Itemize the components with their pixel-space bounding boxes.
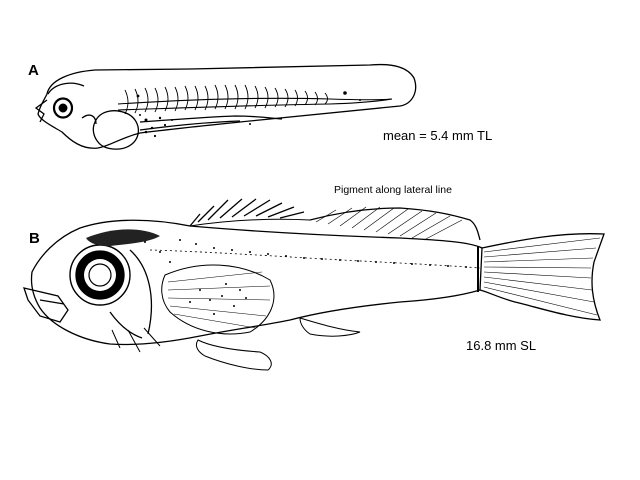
larva-drawing bbox=[34, 63, 417, 150]
lateral-line bbox=[149, 249, 481, 269]
larva-mouth bbox=[34, 99, 48, 123]
anal-fin bbox=[299, 317, 361, 337]
larva-outline bbox=[37, 63, 417, 149]
juvenile-drawing bbox=[23, 198, 605, 371]
larva-eye bbox=[52, 97, 74, 119]
pelvic-fin bbox=[195, 339, 272, 371]
dorsal-soft-rays bbox=[315, 206, 463, 241]
pigment-annotation: Pigment along lateral line bbox=[334, 184, 452, 196]
caudal-rays bbox=[483, 237, 601, 316]
pectoral-fin bbox=[161, 264, 275, 335]
dorsal-soft-fin bbox=[309, 207, 481, 241]
mouth bbox=[23, 287, 69, 323]
larva-notochord bbox=[117, 97, 393, 105]
larva-pigment bbox=[136, 91, 361, 138]
panel-b-label: B bbox=[29, 230, 40, 247]
larva-yolk-sac bbox=[92, 110, 139, 150]
operculum bbox=[129, 249, 153, 335]
panel-b-caption: 16.8 mm SL bbox=[466, 338, 537, 353]
dorsal-spiny-fin bbox=[189, 198, 305, 227]
larva-gut bbox=[139, 115, 283, 123]
caudal-fin bbox=[479, 233, 605, 321]
panel-a-caption: mean = 5.4 mm TL bbox=[383, 128, 493, 143]
panel-a-label: A bbox=[28, 62, 39, 79]
body-pigment bbox=[144, 239, 467, 315]
larva-myomeres bbox=[124, 84, 328, 115]
head-pigment bbox=[86, 229, 160, 246]
body-outline bbox=[30, 219, 483, 346]
